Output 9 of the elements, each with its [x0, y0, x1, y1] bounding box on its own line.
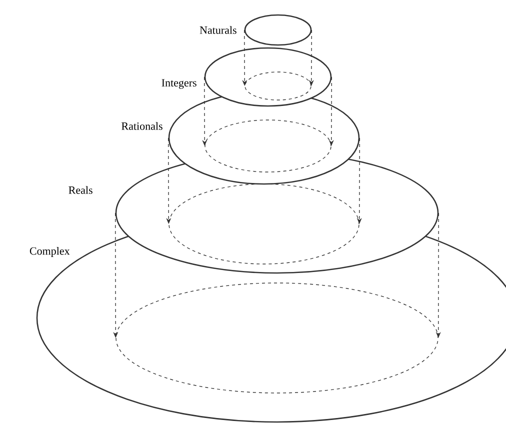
set-label: Integers	[162, 79, 196, 89]
set-label: Naturals	[200, 26, 236, 34]
dashed-ellipse	[244, 72, 312, 100]
dashed-ellipse	[204, 120, 332, 172]
set-label: Reals	[68, 186, 92, 194]
set-label: Complex	[30, 247, 70, 257]
dashed-ellipse	[168, 184, 360, 264]
dashed-ellipse	[116, 282, 438, 394]
set-label: Rationals	[122, 122, 162, 130]
